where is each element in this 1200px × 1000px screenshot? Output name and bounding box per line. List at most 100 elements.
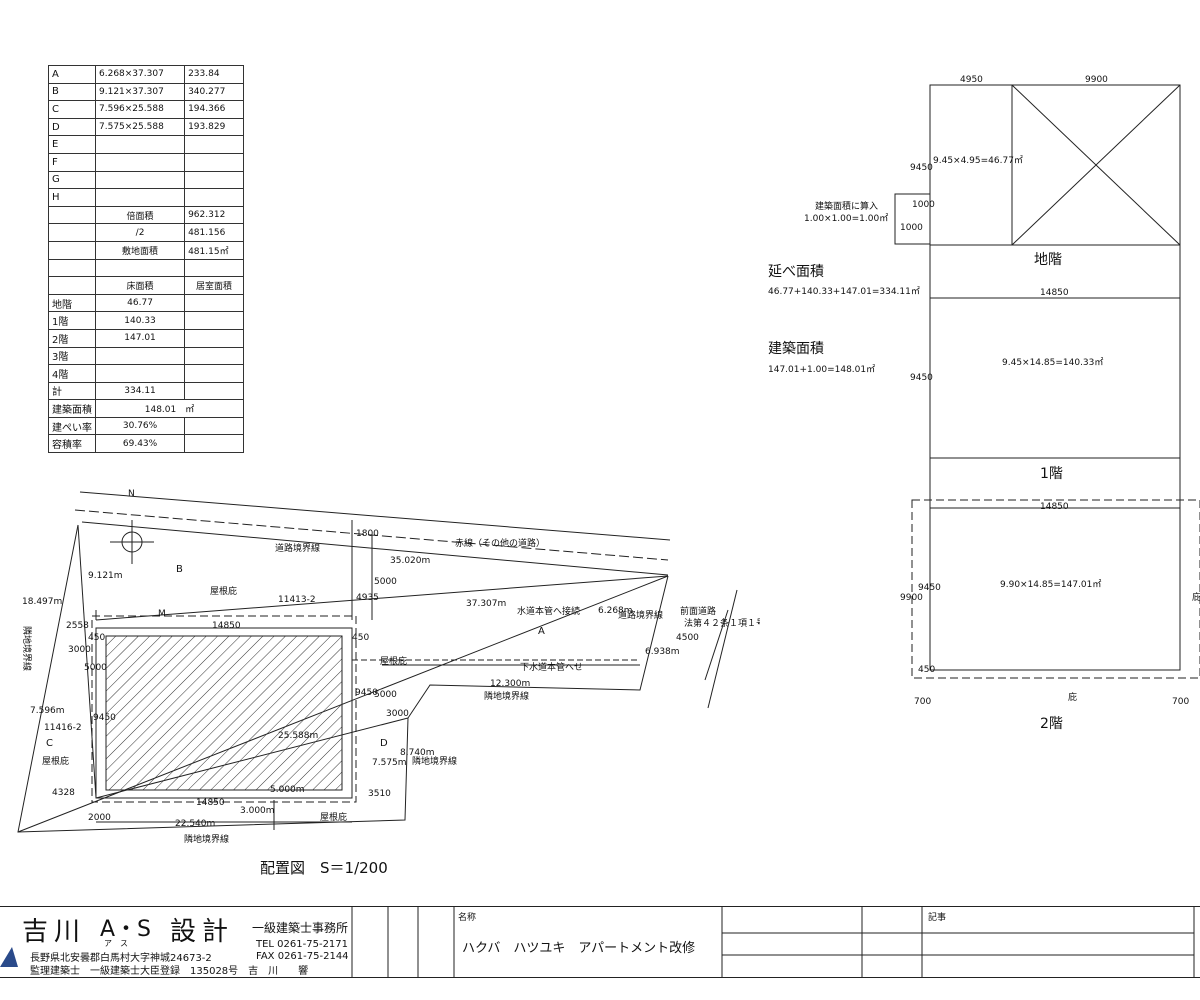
architect: 監理建築士 一級建築士大臣登録 135028号 吉 川 響 (30, 966, 309, 977)
dim-3000m: 3.000m (240, 806, 275, 816)
front-road-law: 法第４２条１項１号 (684, 617, 760, 629)
dim-4935: 4935 (356, 593, 379, 603)
table-row-formula: 7.575×25.588 (94, 117, 186, 137)
dim-22540: 22.540m (175, 819, 215, 829)
name-label: 名称 (458, 913, 477, 923)
f2-450: 450 (918, 665, 935, 675)
front-road-label: 前面道路 (680, 605, 716, 617)
table-row-key: A (48, 65, 96, 84)
dim-6938: 6.938m (645, 647, 680, 657)
tag-11416: 11416-2 (44, 723, 82, 733)
table-row-value (184, 170, 244, 190)
dim-5000: 5000 (84, 663, 107, 673)
company-as: A・S (100, 917, 152, 942)
parcel-c-label: C (46, 738, 53, 749)
neighbor-right: 隣地境界線 (412, 755, 457, 767)
f2-name: 2階 (1040, 716, 1063, 730)
dim-3000b: 3000 (386, 709, 409, 719)
table-row-value (184, 188, 244, 207)
annex-note-2: 1.00×1.00=1.00㎡ (804, 213, 888, 224)
double-area-label: 倍面積 (94, 205, 186, 225)
dim-2000: 2000 (88, 813, 111, 823)
floor-value: 334.11 (94, 381, 186, 401)
sewer-label: 下水道本管へせ (520, 661, 583, 673)
table-row-key: C (48, 100, 96, 119)
site-area-value: 481.15㎡ (184, 240, 244, 260)
total-floor-label: 延べ面積 (768, 264, 824, 280)
company-as-ruby: ア ス (104, 939, 128, 948)
tag-11413: 11413-2 (278, 595, 316, 605)
notes-label: 記事 (928, 913, 947, 923)
table-row-value: 340.277 (184, 82, 244, 102)
eave-label-3: 屋根庇 (42, 755, 69, 767)
table-row-formula (94, 135, 186, 154)
dim-14850b: 14850 (196, 798, 225, 808)
parcel-b-label: B (176, 564, 183, 575)
half-label: /2 (94, 223, 186, 242)
table-row-key: E (48, 135, 96, 154)
meter-label: M (158, 609, 166, 619)
half-value: 481.156 (184, 223, 244, 242)
site-plan: N 道路境界線 赤線（その他の道路） 35.020m 9.121m 18.497… (17, 489, 760, 845)
neighbor-bottom-right: 隣地境界線 (484, 690, 529, 702)
eave-label-1: 屋根庇 (210, 585, 237, 597)
floor-value: 140.33 (94, 311, 186, 330)
company-name: 吉川 (22, 917, 87, 947)
dim-25588: 25.588m (278, 731, 318, 741)
building-area-calc: 147.01+1.00=148.01㎡ (768, 364, 875, 375)
building-area-label: 建築面積 (768, 341, 824, 357)
b1-width-2: 9900 (1085, 75, 1108, 85)
f2-eave: 庇 (1068, 691, 1077, 703)
f1-area: 9.45×14.85=140.33㎡ (1002, 357, 1103, 368)
table-row-key: G (48, 170, 96, 190)
floor-label: 3階 (48, 346, 96, 366)
coverage-label: 建ぺい率 (48, 416, 96, 436)
dim-5000b: 5000 (374, 690, 397, 700)
b1-height: 9450 (910, 163, 933, 173)
b1-area: 9.45×4.95=46.77㎡ (933, 155, 1023, 166)
floor-value (94, 346, 186, 366)
road-boundary-2: 道路境界線 (618, 609, 663, 621)
dim-4328: 4328 (52, 788, 75, 798)
table-row-key: B (48, 82, 96, 102)
north-label: N (128, 489, 135, 499)
eave-label-2: 屋根庇 (380, 655, 407, 667)
table-row-key: F (48, 152, 96, 172)
far-label: 容積率 (48, 434, 96, 454)
table-row-value: 194.366 (184, 100, 244, 119)
floor-label: 1階 (48, 311, 96, 330)
table-row-formula (94, 152, 186, 172)
dim-12300: 12.300m (490, 679, 530, 689)
table-row-value: 233.84 (184, 65, 244, 84)
f1-name: 1階 (1040, 466, 1063, 482)
floor-label: 4階 (48, 364, 96, 383)
project-name: ハクバ ハツユキ アパートメント改修 (462, 941, 696, 956)
f1-height: 9450 (910, 373, 933, 383)
dim-14850: 14850 (212, 621, 241, 631)
dim-5000c: 5000 (374, 577, 397, 587)
floor-value: 46.77 (94, 293, 186, 313)
f2-area: 9.90×14.85=147.01㎡ (1000, 579, 1101, 590)
building-area-label: 建築面積 (48, 399, 96, 418)
dim-37307: 37.307m (466, 599, 506, 609)
f2-edge: 庇 (1192, 591, 1200, 603)
f1-width: 14850 (1040, 288, 1069, 298)
table-row-key: H (48, 188, 96, 207)
f2-width: 14850 (1040, 502, 1069, 512)
dim-9450b: 9450 (355, 688, 378, 698)
dim-35020: 35.020m (390, 556, 430, 566)
b1-width-1: 4950 (960, 75, 983, 85)
office-type: 一級建築士事務所 (252, 921, 349, 935)
floor-plans: 4950 9900 9450 9.45×4.95=46.77㎡ 地階 建築面積に… (768, 75, 1200, 730)
dim-450: 450 (88, 633, 105, 643)
table-row-value (184, 135, 244, 154)
table-row-formula: 6.268×37.307 (94, 65, 186, 84)
coverage-value: 30.76% (94, 416, 186, 436)
parcel-a-label: A (538, 626, 545, 637)
annex-note-1: 建築面積に算入 (815, 200, 878, 212)
dim-5000m: 5.000m (270, 785, 305, 795)
water-label: 水道本管へ接続 (517, 605, 580, 617)
dim-450b: 450 (352, 633, 369, 643)
f2-height-1: 9900 (900, 593, 923, 603)
